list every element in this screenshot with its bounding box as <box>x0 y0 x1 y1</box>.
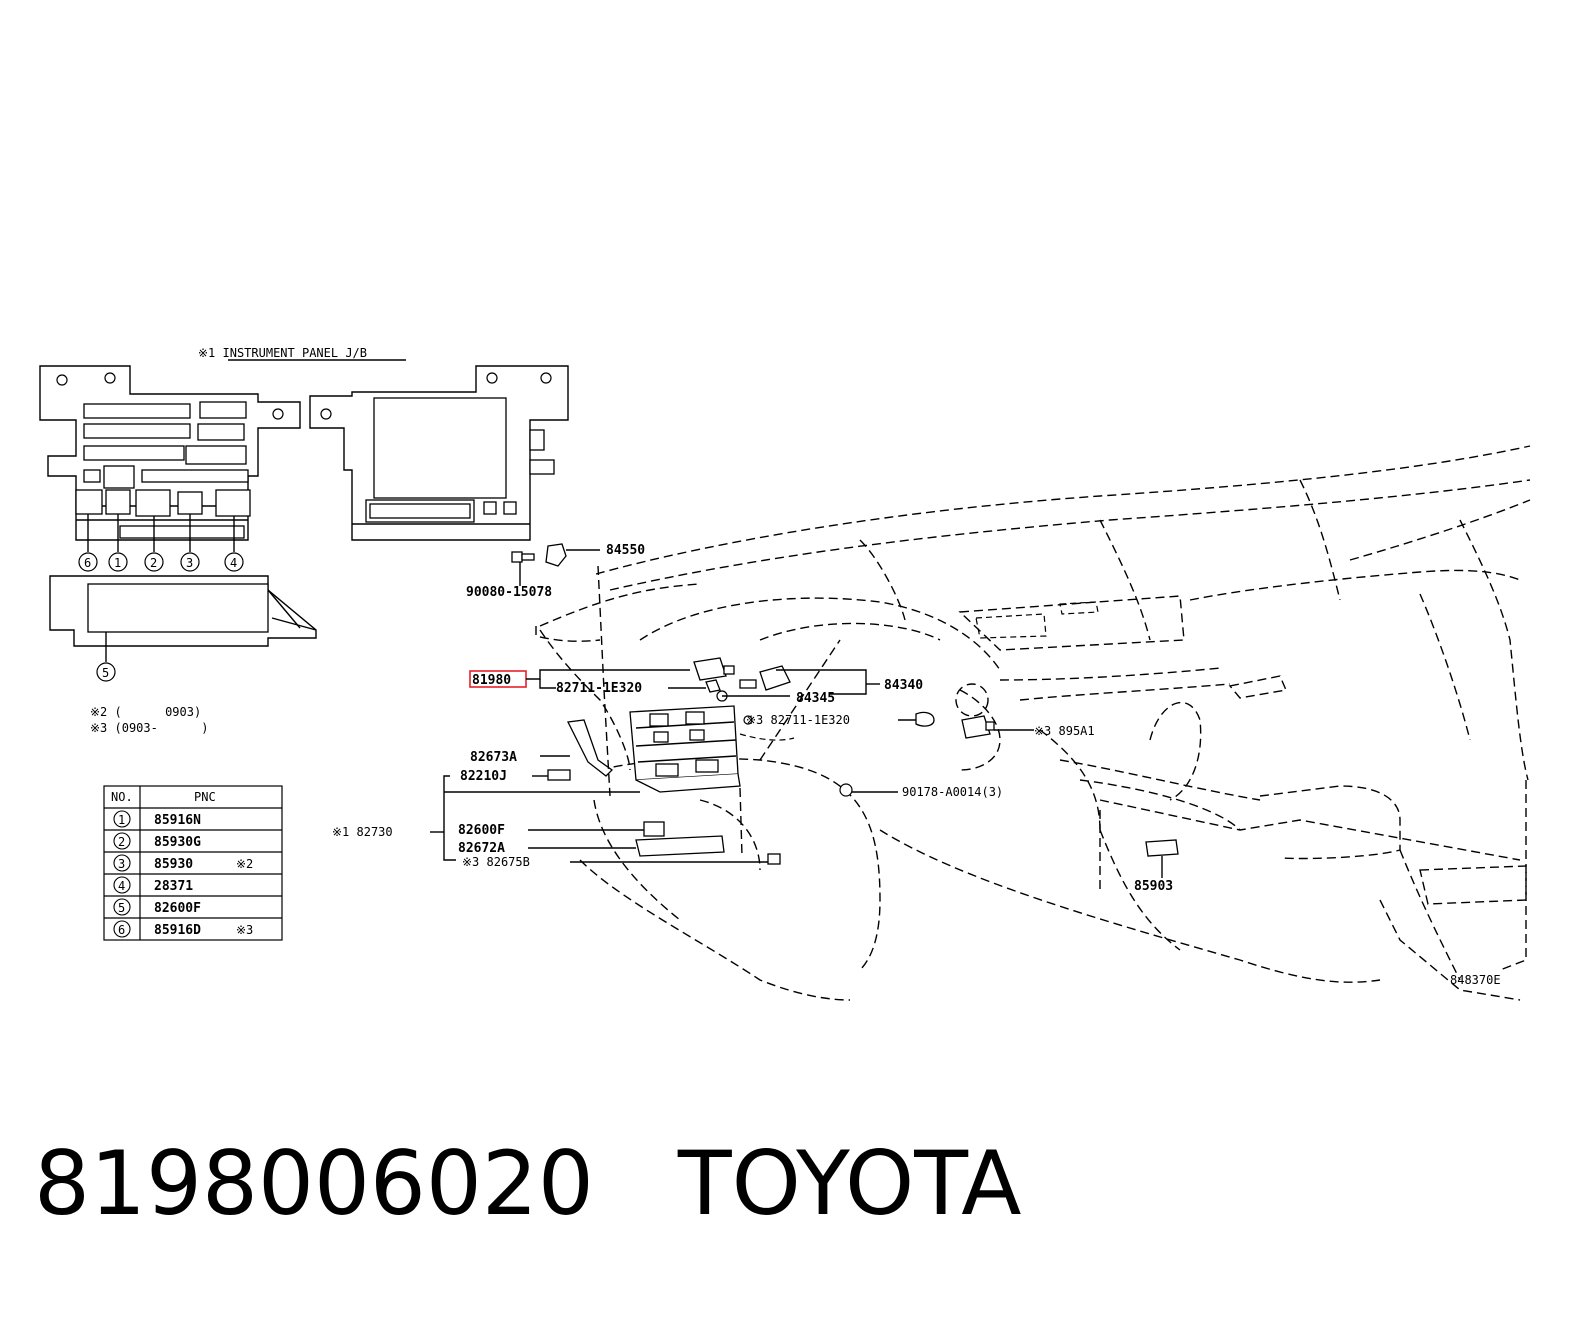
table-row-no: 6 <box>118 923 125 937</box>
table-row-no: 2 <box>118 835 125 849</box>
part-82673a <box>567 719 614 777</box>
label-85903: 85903 <box>1134 879 1173 894</box>
label-82672a: 82672A <box>458 841 505 856</box>
callout-2: 2 <box>144 552 164 572</box>
part-85903 <box>1145 839 1179 857</box>
svg-text:5: 5 <box>102 666 109 680</box>
label-82673a: 82673A <box>470 750 517 765</box>
table-row: 3 85930 ※2 <box>113 854 253 872</box>
label-84340: 84340 <box>884 678 923 693</box>
table-row-note: ※3 <box>236 923 253 937</box>
label-82711-b: ※3 82711-1E320 <box>746 713 850 727</box>
relay-4 <box>215 489 251 517</box>
label-90080: 90080-15078 <box>466 585 552 600</box>
drawing-number: 848370E <box>1450 973 1501 987</box>
table-row: 1 85916N <box>113 810 201 828</box>
label-84550: 84550 <box>606 543 645 558</box>
label-82675b: ※3 82675B <box>462 855 530 869</box>
part-82711-b <box>915 711 935 727</box>
table-header-no: NO. <box>111 790 133 804</box>
label-82711-a: 82711-1E320 <box>556 681 642 696</box>
table-row-pnc: 82600F <box>154 901 201 916</box>
svg-text:1: 1 <box>114 556 121 570</box>
table-header-pnc: PNC <box>194 790 216 804</box>
table-row-no: 4 <box>118 879 125 893</box>
label-895a1: ※3 895A1 <box>1034 724 1095 738</box>
part-82675b <box>767 853 781 865</box>
label-90178: 90178-A0014(3) <box>902 785 1003 799</box>
part-82672a <box>635 835 725 857</box>
jb-title: ※1 INSTRUMENT PANEL J/B <box>198 346 367 360</box>
note-2: ※2 ( 0903) <box>90 705 201 719</box>
callout-1: 1 <box>108 552 128 572</box>
note-3: ※3 (0903- ) <box>90 721 208 735</box>
brand-name: TOYOTA <box>677 1132 1022 1235</box>
svg-text:3: 3 <box>186 556 193 570</box>
junction-block-rear <box>309 365 569 541</box>
relay-2 <box>135 489 171 517</box>
table-row-no: 5 <box>118 901 125 915</box>
part-84550 <box>545 543 567 567</box>
callout-6: 6 <box>78 552 98 572</box>
table-row-pnc: 85930 <box>154 857 193 872</box>
relay-6 <box>75 489 103 515</box>
table-row-pnc: 85916N <box>154 813 201 828</box>
table-row-note: ※2 <box>236 857 253 871</box>
part-82711-a <box>705 679 721 693</box>
table-row-pnc: 28371 <box>154 879 193 894</box>
part-82600f <box>643 821 665 837</box>
callout-5: 5 <box>96 662 116 682</box>
part-90178 <box>839 783 853 797</box>
label-81980: 81980 <box>472 673 511 688</box>
label-84345: 84345 <box>796 691 835 706</box>
relay-1 <box>105 489 131 515</box>
svg-text:6: 6 <box>84 556 91 570</box>
table-row-no: 1 <box>118 813 125 827</box>
table-row: 5 82600F <box>113 898 201 916</box>
junction-block-front <box>39 365 301 541</box>
table-row-pnc: 85916D <box>154 923 201 938</box>
table-row: 6 85916D ※3 <box>113 920 253 938</box>
table-row: 2 85930G <box>113 832 201 850</box>
vehicle-interior-outline <box>535 445 1531 1001</box>
part-84340 <box>739 665 791 691</box>
part-instrument-panel-jb <box>629 705 741 793</box>
part-90080 <box>511 551 535 563</box>
part-number: 8198006020 <box>34 1132 594 1235</box>
label-82730: ※1 82730 <box>332 825 393 839</box>
label-82600f: 82600F <box>458 823 505 838</box>
table-row-no: 3 <box>118 857 125 871</box>
label-82210j: 82210J <box>460 769 507 784</box>
relay-3 <box>177 491 203 515</box>
part-81980 <box>693 657 735 681</box>
connector-82600f <box>49 575 317 647</box>
part-82210j <box>547 769 571 781</box>
table-row-pnc: 85930G <box>154 835 201 850</box>
table-row: 4 28371 <box>113 876 193 894</box>
pnc-table: NO. PNC 1 85916N 2 85930G 3 85930 ※2 4 28371 5 82600… <box>103 785 283 941</box>
part-895a1 <box>961 715 995 739</box>
svg-text:4: 4 <box>230 556 237 570</box>
svg-text:2: 2 <box>150 556 157 570</box>
callout-3: 3 <box>180 552 200 572</box>
callout-4: 4 <box>224 552 244 572</box>
